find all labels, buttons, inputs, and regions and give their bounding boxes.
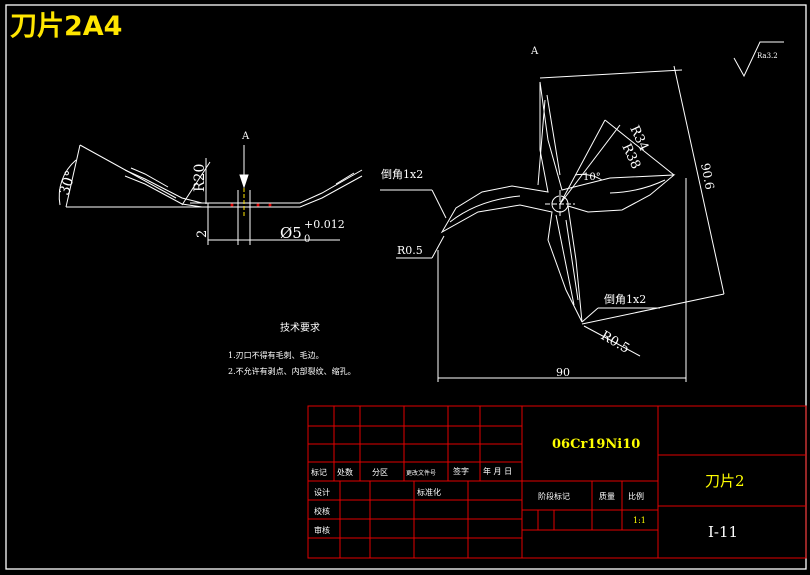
drawing-border xyxy=(5,4,807,570)
tb-mark: 标记 xyxy=(311,467,327,477)
tb-scale: 比例 xyxy=(628,491,644,501)
dim-90-6-label: 90.6 xyxy=(698,162,717,191)
tech-req-heading: 技术要求 xyxy=(280,321,320,334)
tech-req-item-1: 1.刃口不得有毛刺、毛边。 xyxy=(228,350,324,360)
side-thickness-label: 2 xyxy=(195,230,210,238)
tb-check: 校核 xyxy=(314,506,330,516)
tb-weight: 质量 xyxy=(599,491,615,501)
bore-tol-lower: 0 xyxy=(304,234,310,245)
tb-review: 审核 xyxy=(314,525,330,535)
dim-90-label: 90 xyxy=(556,366,570,379)
tb-change-doc: 更改文件号 xyxy=(406,469,436,477)
tb-signature: 签字 xyxy=(453,466,469,476)
chamfer-label-1: 倒角1x2 xyxy=(381,168,423,181)
top-view-marker: A xyxy=(530,46,539,57)
tb-stage-mark: 阶段标记 xyxy=(538,491,570,501)
tb-date: 年 月 日 xyxy=(483,466,512,476)
roughness-label: Ra3.2 xyxy=(757,52,778,60)
angle-10-label: 10° xyxy=(583,172,601,183)
bore-tol-upper: +0.012 xyxy=(304,218,345,231)
side-view xyxy=(58,144,363,245)
part-name-label: 刀片2 xyxy=(705,472,745,490)
tech-req-item-2: 2.不允许有剥点、内部裂纹、缩孔。 xyxy=(228,366,356,376)
bore-dia-label: Ø5 xyxy=(280,224,302,242)
tb-count: 处数 xyxy=(337,467,353,477)
drawing-number-label: I-11 xyxy=(708,523,738,541)
side-radius-label: R20 xyxy=(192,164,208,192)
sheet-title: 刀片2A4 xyxy=(10,11,123,42)
scale-value-label: 1:1 xyxy=(633,516,646,525)
side-angle-label: 30° xyxy=(57,169,80,198)
radius-small-label-1: R0.5 xyxy=(397,244,423,257)
tb-design: 设计 xyxy=(314,487,330,497)
title-block xyxy=(307,405,807,559)
tb-standardize: 标准化 xyxy=(417,487,441,497)
tb-zone: 分区 xyxy=(372,468,388,477)
top-outline xyxy=(440,81,676,323)
side-view-marker: A xyxy=(241,131,250,142)
material-label: 06Cr19Ni10 xyxy=(552,437,640,452)
radius-small-label-2: R0.5 xyxy=(598,328,632,356)
chamfer-label-2: 倒角1x2 xyxy=(604,293,646,306)
top-view xyxy=(380,41,784,382)
